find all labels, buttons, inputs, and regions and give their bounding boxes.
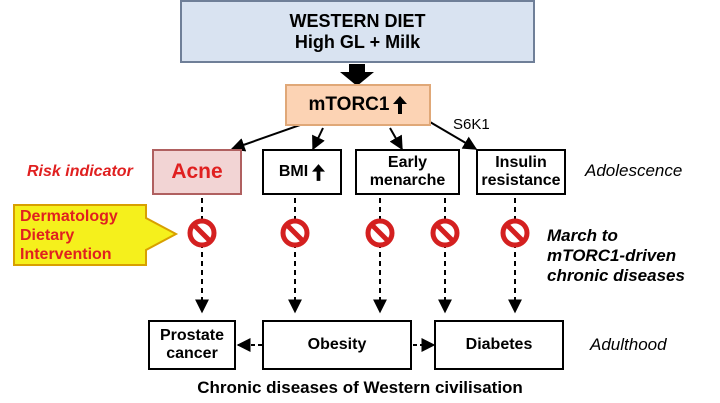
risk-indicator-label: Risk indicator xyxy=(27,163,133,180)
insulin-resistance-line2: resistance xyxy=(481,172,561,189)
adulthood-label: Adulthood xyxy=(590,335,667,354)
march-text: March to mTORC1-driven chronic diseases xyxy=(547,226,685,286)
prohibited-icon xyxy=(430,218,460,248)
acne-label: Acne xyxy=(171,159,223,183)
adolescence-label: Adolescence xyxy=(585,161,683,180)
insulin-resistance-line1: Insulin xyxy=(495,153,547,171)
obesity-box: Obesity xyxy=(262,320,412,370)
arrow-mtorc1-menarche xyxy=(389,127,403,151)
prostate-cancer-line2: cancer xyxy=(166,345,218,362)
intervention-line1: Dermatology xyxy=(20,208,118,225)
march-line1: March to xyxy=(547,226,618,245)
big-down-arrow xyxy=(340,64,374,86)
mtorc1-box: mTORC1 xyxy=(285,84,431,126)
mtorc1-label: mTORC1 xyxy=(308,94,390,116)
up-arrow-icon xyxy=(312,163,326,181)
diabetes-label: Diabetes xyxy=(465,335,533,353)
intervention-text: Dermatology Dietary Intervention xyxy=(20,207,118,264)
arrow-mtorc1-bmi xyxy=(312,127,325,151)
early-menarche-box: Early menarche xyxy=(355,149,460,195)
diabetes-box: Diabetes xyxy=(434,320,564,370)
prostate-cancer-box: Prostate cancer xyxy=(148,320,236,370)
early-menarche-line1: Early xyxy=(387,153,428,171)
march-line3: chronic diseases xyxy=(547,266,685,285)
western-diet-subtitle: High GL + Milk xyxy=(294,31,421,52)
intervention-arrow-shape xyxy=(13,204,179,266)
obesity-label: Obesity xyxy=(307,335,367,353)
march-line2: mTORC1-driven xyxy=(547,246,677,265)
bmi-label: BMI xyxy=(278,162,309,180)
intervention-line3: Intervention xyxy=(20,246,112,263)
prohibited-icon xyxy=(500,218,530,248)
western-diet-box: WESTERN DIET High GL + Milk xyxy=(180,0,535,63)
s6k1-label: S6K1 xyxy=(453,116,490,133)
acne-box: Acne xyxy=(152,149,242,195)
bmi-box: BMI xyxy=(262,149,342,195)
arrow-mtorc1-insulin xyxy=(429,121,478,150)
early-menarche-line2: menarche xyxy=(369,172,446,189)
up-arrow-icon xyxy=(393,96,408,114)
western-diet-title: WESTERN DIET xyxy=(289,10,426,31)
footer-title: Chronic diseases of Western civilisation xyxy=(197,378,523,397)
prohibited-icon xyxy=(280,218,310,248)
prohibited-icon xyxy=(187,218,217,248)
insulin-resistance-box: Insulin resistance xyxy=(476,149,566,195)
prostate-cancer-line1: Prostate xyxy=(159,326,225,344)
prohibited-icon xyxy=(365,218,395,248)
arrow-mtorc1-acne xyxy=(230,124,301,152)
intervention-line2: Dietary xyxy=(20,227,75,244)
